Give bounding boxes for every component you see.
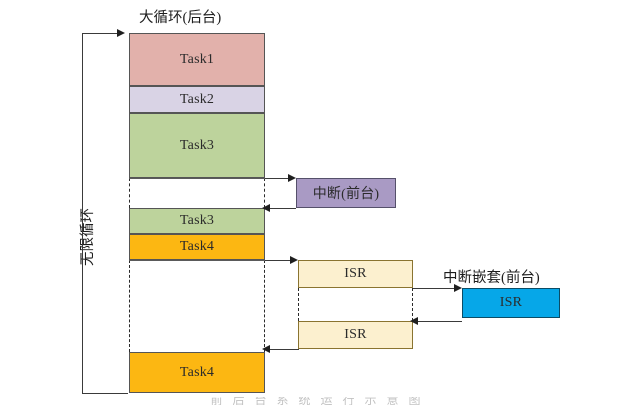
nested-isr-return-line — [414, 321, 462, 322]
isr-dash-right — [412, 288, 413, 321]
column-dash-left-gap2 — [129, 260, 130, 352]
isr-block-first: ISR — [298, 260, 413, 288]
nested-isr-enter-arrowhead — [454, 284, 462, 292]
gap2-top-rule — [129, 260, 265, 261]
task-block-task1: Task1 — [129, 33, 265, 86]
interrupt-return-arrowhead — [262, 204, 270, 212]
column-dash-right-gap1 — [264, 178, 265, 208]
label-infinite-loop: 无限循环 — [80, 208, 96, 266]
column-dash-left-gap1 — [129, 178, 130, 208]
nested-isr-block: ISR — [462, 288, 560, 318]
loop-bracket-bottom-line — [82, 393, 128, 394]
isr-dash-left — [298, 288, 299, 321]
bottom-caption-text: 前后台系统运行示意图 — [210, 397, 431, 405]
title-nested-interrupt: 中断嵌套(前台) — [443, 270, 540, 286]
task-block-task3-resumed: Task3 — [129, 208, 265, 234]
bottom-caption-clipped: 前后台系统运行示意图 — [0, 397, 641, 405]
isr-block-second: ISR — [298, 321, 413, 349]
nested-isr-return-arrowhead — [410, 317, 418, 325]
loop-bracket-top-arrowhead — [117, 29, 125, 37]
task-block-task2: Task2 — [129, 86, 265, 113]
nested-isr-enter-line — [413, 288, 458, 289]
gap1-top-rule — [129, 178, 265, 179]
task-block-task4-first: Task4 — [129, 234, 265, 260]
task-block-task4-resumed: Task4 — [129, 352, 265, 393]
loop-bracket-spine — [82, 33, 83, 393]
isr2-return-line — [266, 349, 299, 350]
isr1-enter-arrowhead — [290, 256, 298, 264]
column-dash-right-gap2 — [264, 260, 265, 352]
title-background-loop: 大循环(后台) — [139, 10, 222, 26]
loop-bracket-top-line — [82, 33, 119, 34]
task-block-task3-first: Task3 — [129, 113, 265, 178]
isr2-return-arrowhead — [262, 345, 270, 353]
isr1-enter-line — [265, 260, 294, 261]
interrupt-return-line — [266, 208, 296, 209]
interrupt-block: 中断(前台) — [296, 178, 396, 208]
interrupt-enter-line — [265, 178, 292, 179]
interrupt-enter-arrowhead — [288, 174, 296, 182]
